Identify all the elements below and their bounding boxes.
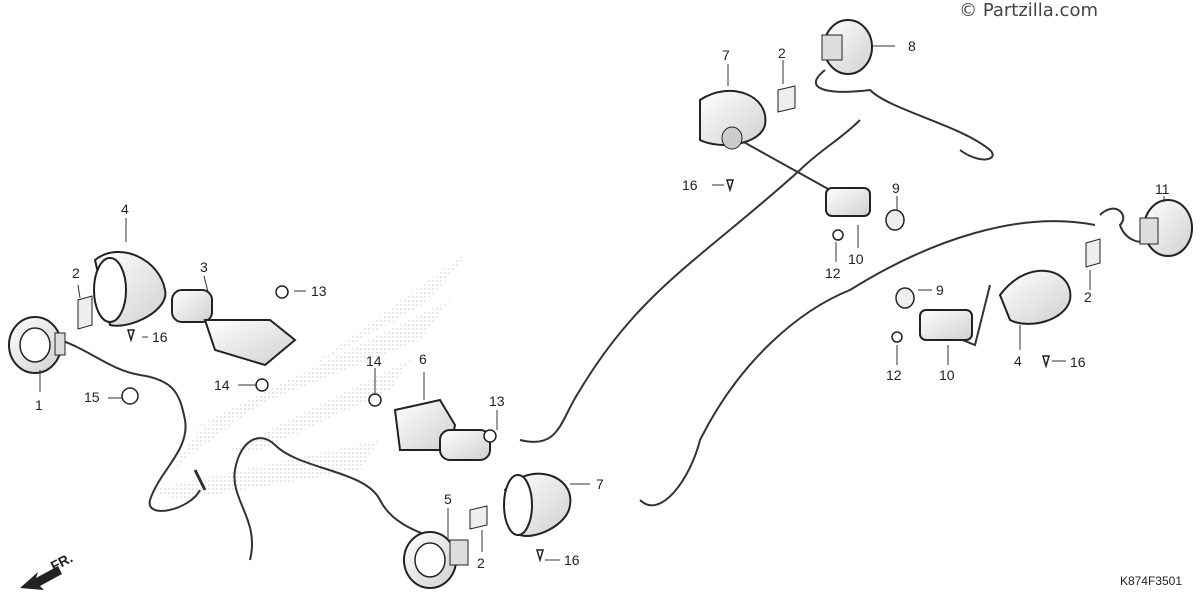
- bulb-9b[interactable]: [895, 287, 915, 309]
- leader-lines: [39, 45, 1165, 561]
- turn-signal-cover-4a[interactable]: [93, 250, 167, 327]
- callout-16b[interactable]: 16: [564, 552, 580, 568]
- mounting-stay-3[interactable]: [171, 289, 297, 367]
- bracket-clip-2d[interactable]: [1085, 238, 1101, 268]
- callout-4b[interactable]: 4: [1014, 353, 1022, 369]
- fasteners: [121, 179, 1051, 563]
- bulb-socket-10a[interactable]: [825, 187, 871, 217]
- callout-8[interactable]: 8: [908, 38, 916, 54]
- bracket-clip-2b[interactable]: [469, 505, 488, 530]
- callout-16d[interactable]: 16: [1070, 354, 1086, 370]
- callout-13b[interactable]: 13: [489, 393, 505, 409]
- callout-2d[interactable]: 2: [1084, 289, 1092, 305]
- screw-16d: [1041, 355, 1051, 369]
- front-direction-arrow: FR.: [20, 549, 75, 590]
- turn-signal-unit-11[interactable]: [1139, 199, 1193, 257]
- callout-13a[interactable]: 13: [311, 283, 327, 299]
- callout-6[interactable]: 6: [419, 351, 427, 367]
- callout-10b[interactable]: 10: [939, 367, 955, 383]
- callout-2c[interactable]: 2: [778, 45, 786, 61]
- callout-7b[interactable]: 7: [596, 476, 604, 492]
- callout-16c[interactable]: 16: [682, 177, 698, 193]
- turn-signal-unit-8[interactable]: [821, 19, 873, 75]
- turn-signal-unit-5[interactable]: [403, 531, 469, 589]
- callout-12b[interactable]: 12: [886, 367, 902, 383]
- bulb-socket-10b[interactable]: [919, 309, 973, 341]
- callouts: 1 2 4 3 13 16 14 15 14 6 13 5 2 7 16 7 2…: [35, 38, 1170, 571]
- callout-2a[interactable]: 2: [72, 265, 80, 281]
- mounting-stay-6[interactable]: [393, 398, 491, 461]
- turn-signal-cover-7a[interactable]: [699, 90, 767, 150]
- bracket-clip-2c[interactable]: [777, 85, 796, 113]
- callout-2b[interactable]: 2: [477, 555, 485, 571]
- screw-16c: [725, 179, 735, 193]
- callout-1[interactable]: 1: [35, 397, 43, 413]
- callout-5[interactable]: 5: [444, 491, 452, 507]
- bracket-clip-2a[interactable]: [77, 295, 93, 330]
- nut-14b: [368, 393, 382, 407]
- callout-14a[interactable]: 14: [214, 377, 230, 393]
- callout-14b[interactable]: 14: [366, 353, 382, 369]
- turn-signal-unit-1[interactable]: [8, 316, 66, 374]
- nut-14a: [255, 378, 269, 392]
- callout-11[interactable]: 11: [1155, 181, 1170, 197]
- screw-12a: [832, 229, 844, 241]
- screw-12b: [891, 331, 903, 343]
- wing-logo-watermark: [150, 250, 470, 500]
- callout-15[interactable]: 15: [84, 389, 100, 405]
- callout-3[interactable]: 3: [200, 259, 208, 275]
- bolt-13a: [275, 285, 289, 299]
- diagram-code: K874F3501: [1119, 574, 1182, 588]
- callout-16a[interactable]: 16: [152, 329, 168, 345]
- screw-16b: [535, 549, 545, 563]
- callout-7a[interactable]: 7: [722, 47, 730, 63]
- turn-signal-cover-7b[interactable]: [503, 472, 572, 537]
- callout-4a[interactable]: 4: [121, 201, 129, 217]
- screw-16a: [126, 329, 136, 343]
- bulb-9a[interactable]: [885, 209, 905, 231]
- callout-10a[interactable]: 10: [848, 251, 864, 267]
- callout-12a[interactable]: 12: [825, 265, 841, 281]
- bolt-13b: [483, 429, 497, 443]
- callout-9b[interactable]: 9: [936, 282, 944, 298]
- turn-signal-cover-4b[interactable]: [998, 269, 1072, 325]
- clip-15: [121, 387, 139, 405]
- watermark: © Partzilla.com: [959, 0, 1098, 21]
- callout-9a[interactable]: 9: [892, 180, 900, 196]
